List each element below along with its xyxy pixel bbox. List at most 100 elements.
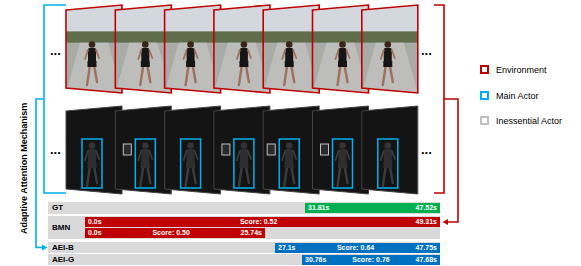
frame-dark [263,106,319,194]
frame-border [115,5,171,93]
legend-text: Environment [496,64,547,76]
frame-road [313,43,369,93]
frame-trees [263,31,319,42]
frame-sky [115,5,171,93]
runner-arm [347,151,350,159]
runner-torso [240,149,248,163]
time-value: Score: 0.50 [152,228,189,238]
frame-ground [263,43,319,93]
frame-border [263,106,319,194]
main-actor-box [378,139,398,188]
runner-arm [237,50,240,59]
attention-frame [66,106,122,194]
time-value: 47.75s [416,243,437,253]
frame-ground [115,43,171,93]
runner-leg [239,166,242,186]
frame-road [165,43,221,93]
runner-head [339,41,346,48]
runner-torso [285,149,293,163]
frame-sky [362,5,418,93]
runner-arm [381,151,384,160]
runner-torso [339,149,347,163]
time-value: Score: 0.76 [352,255,389,265]
runner-leg [186,65,189,85]
time-value: 0.0s [88,217,102,227]
frame-sky [214,5,270,93]
runner-arm [381,50,384,59]
attention-frame [313,106,369,194]
runner-arm [293,151,296,159]
result-row: BMN0.0sScore: 0.5249.31s0.0sScore: 0.502… [48,216,440,239]
runner-leg [291,166,294,183]
inessential-actor-box [123,144,131,155]
runner-arm [347,50,350,58]
runner-arm [138,50,141,59]
runner-leg [345,166,348,183]
runner-torso [141,149,149,163]
runner-arm [149,151,152,159]
runner-leg [284,65,287,85]
runner-leg [239,65,242,85]
time-value: Score: 0.64 [337,243,374,253]
frame-dark [362,106,418,194]
time-bar: 0.0sScore: 0.5249.31s [85,217,440,227]
runner-leg [147,65,150,82]
runner-leg [186,166,189,186]
runner-leg [193,166,196,183]
runner-leg [193,65,196,82]
legend-text: Main Actor [496,90,539,102]
runner-arm [336,50,339,59]
frame-trees [313,31,369,42]
main-actor-box [82,139,102,188]
frame-ground [66,43,122,93]
method-name: AEI-G [52,255,74,265]
frame-border [263,5,319,93]
frame-border [313,5,369,93]
video-frame [115,5,171,93]
main-actor-box [279,139,299,188]
runner-head [339,142,346,149]
runner-leg [140,166,143,186]
frame-dark [115,106,171,194]
time-value: 30.76s [305,255,326,265]
runner-leg [338,166,341,186]
main-actor-box [333,139,353,188]
runner-head [241,41,248,48]
result-row: AEI-B27.1sScore: 0.6447.75s [48,242,440,253]
runner-head [142,41,149,48]
video-frame [362,5,418,93]
frame-road [362,43,418,93]
runner-leg [291,65,294,82]
runner-arm [85,151,88,160]
time-value: Score: 0.52 [240,217,277,227]
frame-dark [214,106,270,194]
frame-sky [263,5,319,93]
video-frame [313,5,369,93]
runner-arm [195,151,198,159]
frame-trees [115,31,171,42]
frame-ground [214,43,270,93]
frame-sky [165,5,221,93]
ellipsis: ... [50,142,61,158]
runner-head [286,41,293,48]
frame-sky [313,5,369,93]
runner-arm [248,50,251,58]
frame-border [66,5,122,93]
attention-frame [362,106,418,194]
runner-head [187,142,194,149]
runner-arm [392,151,395,159]
frame-dark [165,106,221,194]
runner-arm [96,151,99,159]
runner-arm [195,50,198,58]
frame-trees [362,31,418,42]
frame-border [214,106,270,194]
runner-arm [282,151,285,160]
video-frame [66,5,122,93]
result-row: GT31.81s47.52s [48,202,440,214]
runner-leg [383,166,386,186]
runner-arm [392,50,395,58]
inessential-actor-box [267,144,275,155]
attention-frame [115,106,171,194]
runner-arm [138,151,141,160]
